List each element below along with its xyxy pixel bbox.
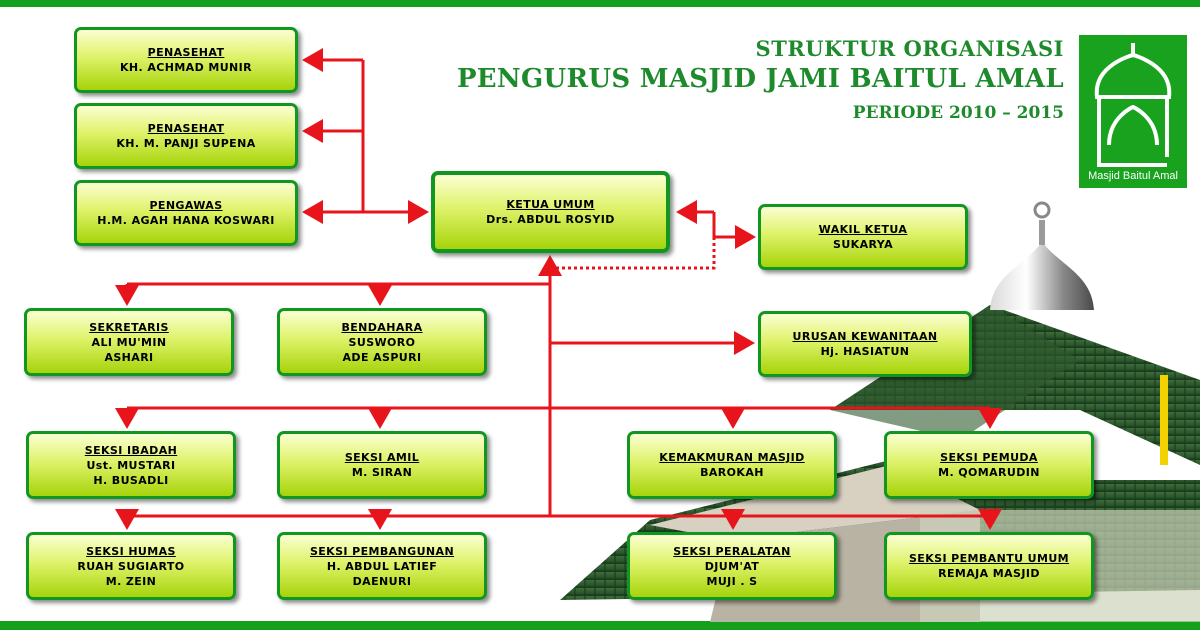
mosque-logo-icon xyxy=(1094,43,1172,167)
node-urusan-kewanitaan: URUSAN KEWANITAAN Hj. HASIATUN xyxy=(758,311,972,377)
node-role: PENGAWAS xyxy=(149,199,223,212)
node-name: H. BUSADLI xyxy=(93,473,169,487)
node-name: M. ZEIN xyxy=(105,574,157,588)
node-name: MUJI . S xyxy=(706,574,758,588)
node-role: BENDAHARA xyxy=(341,320,423,334)
node-role: KETUA UMUM xyxy=(506,198,595,211)
node-name: REMAJA MASJID xyxy=(938,567,1040,580)
chart-title-line1: STRUKTUR ORGANISASI xyxy=(755,36,1064,61)
bottom-border xyxy=(0,621,1200,630)
top-border xyxy=(0,0,1200,7)
node-role: SEKSI AMIL xyxy=(344,451,420,464)
node-role: PENASEHAT xyxy=(147,122,225,135)
node-role: KEMAKMURAN MASJID xyxy=(659,451,805,464)
logo-caption: Masjid Baitul Amal xyxy=(1088,170,1178,182)
node-role: PENASEHAT xyxy=(147,46,225,59)
node-name: Drs. ABDUL ROSYID xyxy=(486,213,615,226)
node-seksi-pemuda: SEKSI PEMUDA M. QOMARUDIN xyxy=(884,431,1094,499)
node-wakil-ketua: WAKIL KETUA SUKARYA xyxy=(758,204,968,270)
node-name: Ust. MUSTARI xyxy=(86,458,176,472)
mosque-logo: Masjid Baitul Amal xyxy=(1079,35,1187,188)
node-seksi-peralatan: SEKSI PERALATAN DJUM'AT MUJI . S xyxy=(627,532,837,600)
node-kemakmuran-masjid: KEMAKMURAN MASJID BAROKAH xyxy=(627,431,837,499)
node-bendahara: BENDAHARA SUSWORO ADE ASPURI xyxy=(277,308,487,376)
chart-period: PERIODE 2010 – 2015 xyxy=(852,103,1064,123)
node-name: SUSWORO xyxy=(348,335,416,349)
node-name: DAENURI xyxy=(352,574,412,588)
node-role: WAKIL KETUA xyxy=(818,223,908,236)
node-name: BAROKAH xyxy=(700,466,764,479)
node-seksi-humas: SEKSI HUMAS RUAH SUGIARTO M. ZEIN xyxy=(26,532,236,600)
node-pengawas: PENGAWAS H.M. AGAH HANA KOSWARI xyxy=(74,180,298,246)
node-name: M. SIRAN xyxy=(351,466,413,479)
node-ketua-umum: KETUA UMUM Drs. ABDUL ROSYID xyxy=(431,171,670,253)
node-name: SUKARYA xyxy=(833,238,893,251)
node-role: SEKRETARIS xyxy=(89,320,169,334)
node-seksi-ibadah: SEKSI IBADAH Ust. MUSTARI H. BUSADLI xyxy=(26,431,236,499)
node-name: DJUM'AT xyxy=(704,559,760,573)
node-role: URUSAN KEWANITAAN xyxy=(792,330,938,343)
node-name: Hj. HASIATUN xyxy=(820,345,910,358)
node-name: ASHARI xyxy=(104,350,154,364)
node-role: SEKSI PEMBANGUNAN xyxy=(309,544,455,558)
node-name: M. QOMARUDIN xyxy=(938,466,1040,479)
node-role: SEKSI PEMBANTU UMUM xyxy=(908,552,1070,565)
node-name: RUAH SUGIARTO xyxy=(77,559,185,573)
node-role: SEKSI PERALATAN xyxy=(673,544,791,558)
node-role: SEKSI IBADAH xyxy=(84,443,178,457)
node-penasehat-1: PENASEHAT KH. ACHMAD MUNIR xyxy=(74,27,298,93)
node-penasehat-2: PENASEHAT KH. M. PANJI SUPENA xyxy=(74,103,298,169)
node-seksi-amil: SEKSI AMIL M. SIRAN xyxy=(277,431,487,499)
node-name: H.M. AGAH HANA KOSWARI xyxy=(97,214,275,227)
node-name: ALI MU'MIN xyxy=(91,335,167,349)
node-name: ADE ASPURI xyxy=(342,350,422,364)
node-name: H. ABDUL LATIEF xyxy=(326,559,438,573)
node-seksi-pembangunan: SEKSI PEMBANGUNAN H. ABDUL LATIEF DAENUR… xyxy=(277,532,487,600)
chart-title-line2: PENGURUS MASJID JAMI BAITUL AMAL xyxy=(456,64,1064,94)
node-sekretaris: SEKRETARIS ALI MU'MIN ASHARI xyxy=(24,308,234,376)
node-role: SEKSI PEMUDA xyxy=(940,451,1038,464)
node-seksi-pembantu-umum: SEKSI PEMBANTU UMUM REMAJA MASJID xyxy=(884,532,1094,600)
node-role: SEKSI HUMAS xyxy=(86,544,176,558)
node-name: KH. ACHMAD MUNIR xyxy=(120,61,252,74)
node-name: KH. M. PANJI SUPENA xyxy=(116,137,256,150)
